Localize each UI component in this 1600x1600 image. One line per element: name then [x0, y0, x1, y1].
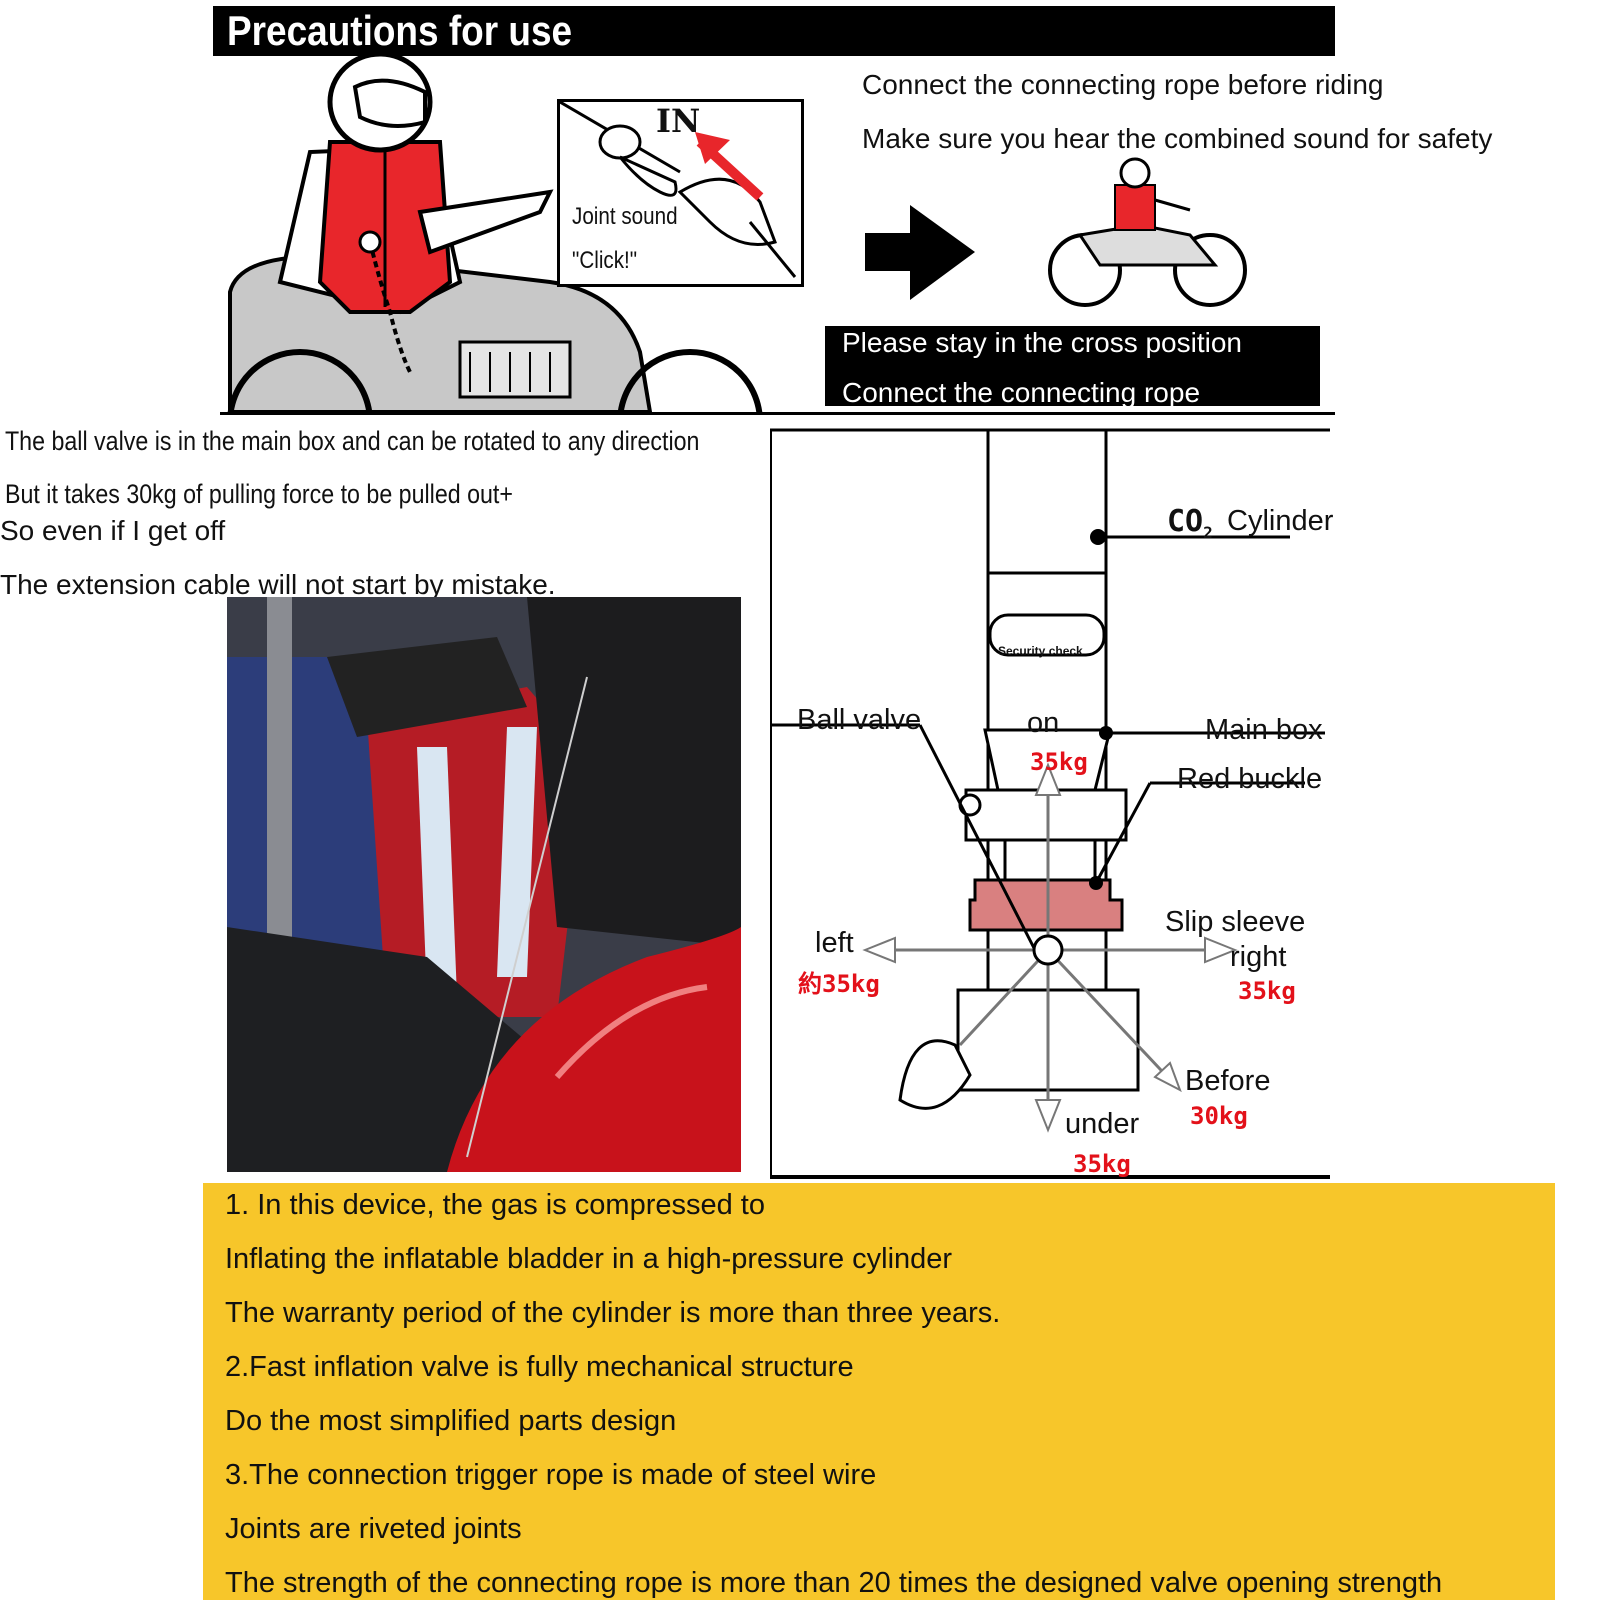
note-line: 1. In this device, the gas is compressed… — [225, 1189, 765, 1221]
on-label: on — [1027, 707, 1060, 739]
pulling-force-description: But it takes 30kg of pulling force to be… — [5, 479, 513, 509]
product-photo — [227, 597, 741, 1172]
security-check-label: Security check — [998, 644, 1083, 658]
slip-sleeve-label: Slip sleeve — [1165, 906, 1306, 938]
on-force-value: 35kg — [1030, 748, 1088, 776]
in-arrow-icon — [695, 132, 730, 164]
rider-illustration — [227, 52, 763, 412]
cross-position-box: Please stay in the cross position Connec… — [825, 326, 1320, 408]
note-line: Do the most simplified parts design — [225, 1405, 677, 1437]
cross-position-text: Please stay in the cross position — [842, 327, 1242, 358]
small-motorcycle-illustration — [1048, 157, 1247, 307]
ball-valve-label: Ball valve — [797, 704, 922, 736]
before-force-value: 30kg — [1190, 1102, 1248, 1130]
valve-diagram — [770, 428, 1330, 1179]
notes-panel: 1. In this device, the gas is compressed… — [203, 1183, 1555, 1600]
instruction-line-1: Connect the connecting rope before ridin… — [862, 69, 1384, 100]
right-force-value: 35kg — [1238, 977, 1296, 1005]
instruction-line-2: Make sure you hear the combined sound fo… — [862, 123, 1493, 154]
page-title: Precautions for use — [227, 7, 573, 54]
in-label: IN — [656, 102, 701, 140]
note-line: Joints are riveted joints — [225, 1513, 522, 1545]
before-label: Before — [1185, 1065, 1271, 1097]
cylinder-label: Cylinder — [1227, 505, 1334, 537]
left-force-value: 約35kg — [798, 970, 880, 998]
buckle-sketch — [560, 102, 797, 278]
right-arrow-icon — [865, 205, 975, 300]
under-label: under — [1065, 1108, 1140, 1140]
title-bar — [213, 6, 1335, 56]
main-box-label: Main box — [1205, 714, 1323, 746]
ball-valve-description: The ball valve is in the main box and ca… — [5, 426, 700, 456]
photo-drawing — [227, 597, 741, 1172]
note-line: 3.The connection trigger rope is made of… — [225, 1459, 877, 1491]
left-label: left — [815, 927, 854, 959]
co2-label: CO2 — [1167, 504, 1213, 543]
red-buckle-label: Red buckle — [1177, 763, 1323, 795]
note-line: 2.Fast inflation valve is fully mechanic… — [225, 1351, 854, 1383]
joint-inset: IN Joint sound "Click!" — [557, 99, 804, 287]
section-divider — [220, 412, 1335, 415]
right-label: right — [1230, 941, 1287, 973]
extension-cable-text: The extension cable will not start by mi… — [0, 569, 556, 600]
connect-rope-text: Connect the connecting rope — [842, 377, 1201, 408]
click-label: "Click!" — [572, 247, 638, 274]
note-line: The warranty period of the cylinder is m… — [225, 1297, 1001, 1329]
under-force-value: 35kg — [1073, 1150, 1131, 1178]
note-line: The strength of the connecting rope is m… — [225, 1567, 1443, 1599]
note-line: Inflating the inflatable bladder in a hi… — [225, 1243, 953, 1275]
get-off-text: So even if I get off — [0, 515, 226, 546]
joint-sound-label: Joint sound — [572, 203, 678, 230]
